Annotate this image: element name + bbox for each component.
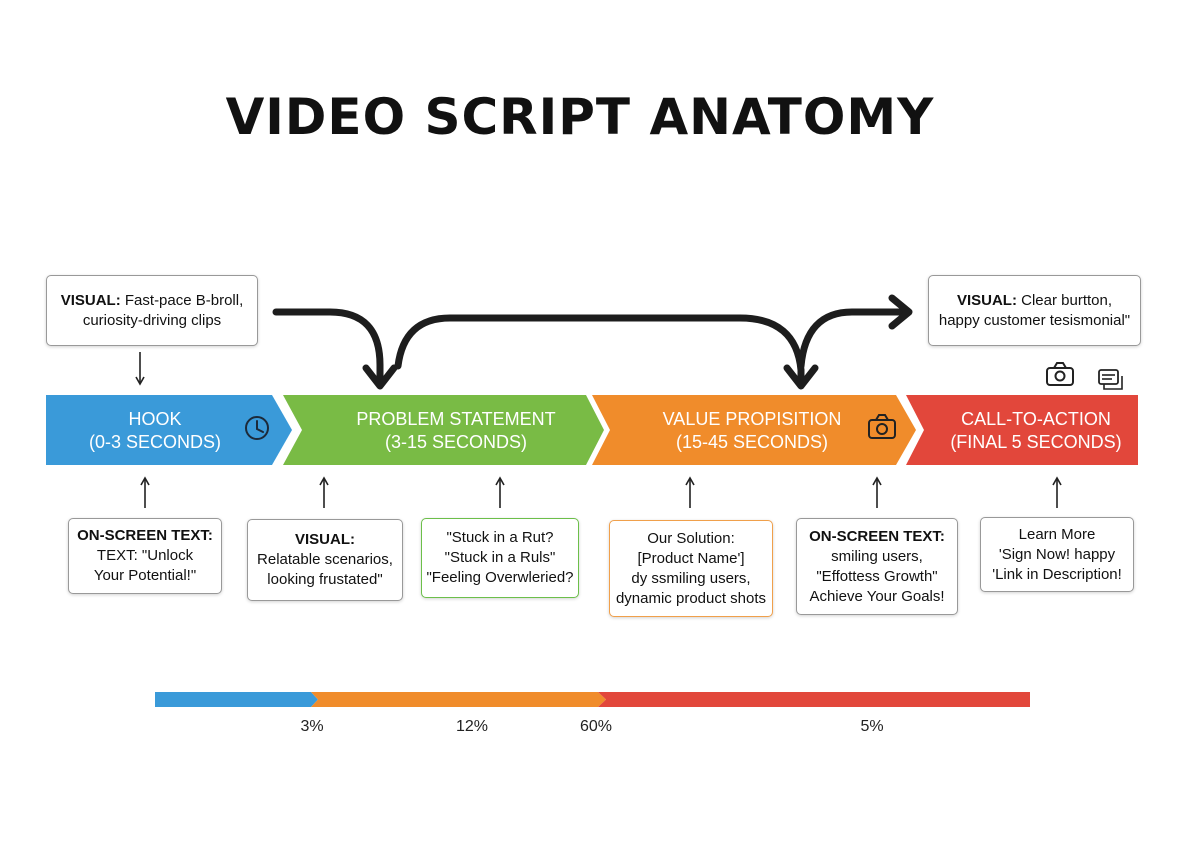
flow-arrow-hook-to-problem xyxy=(272,308,384,386)
box-line: "Feeling Overwleried? xyxy=(426,569,574,586)
segment-time: (FINAL 5 SECONDS) xyxy=(950,432,1122,452)
box-line: 'Sign Now! happy xyxy=(998,545,1116,563)
segment-hook xyxy=(46,395,292,465)
box-line: "Effottess Growth" xyxy=(816,567,938,585)
box-line: "Stuck in a Ruls" xyxy=(444,549,556,566)
box-line: dy ssmiling users, xyxy=(631,569,751,587)
problem-visual-box: VISUAL: Relatable scenarios, looking fru… xyxy=(247,519,403,601)
flow-arrow-problem-to-value-head xyxy=(783,364,819,390)
box-line: "Stuck in a Rut? xyxy=(446,529,554,546)
box-label: VISUAL: xyxy=(60,291,121,309)
value-onscreen-text-box: ON-SCREEN TEXT: smiling users, "Effottes… xyxy=(796,518,958,615)
flow-arrow-hook-to-problem-head xyxy=(362,364,398,390)
box-line: Our Solution: xyxy=(647,529,735,547)
flow-arrow-problem-to-value xyxy=(394,314,805,386)
box-text: Fast-pace B-broll, xyxy=(124,291,244,309)
camera-icon xyxy=(1046,362,1074,386)
hook-visual-box: VISUAL: Fast-pace B-broll, curiosity-dri… xyxy=(46,275,258,346)
timeline-bar-value xyxy=(311,692,606,707)
box-line: VISUAL: xyxy=(295,531,355,548)
box-line: ON-SCREEN TEXT: xyxy=(77,527,213,544)
cta-visual-box: VISUAL: Clear burtton, happy customer te… xyxy=(928,275,1141,346)
timeline-percent-label: 3% xyxy=(300,718,324,735)
segment-hook-label: HOOK (0-3 SECONDS) xyxy=(60,408,250,454)
camera-icon xyxy=(868,414,896,439)
flow-arrow-value-to-cta-head xyxy=(888,294,913,330)
segment-cta xyxy=(906,395,1138,465)
box-line: TEXT: "Unlock xyxy=(96,547,194,564)
box-line: looking frustated" xyxy=(267,571,383,588)
box-line: 'Link in Description! xyxy=(992,565,1122,583)
box-line: Achieve Your Goals! xyxy=(809,587,945,605)
segment-time: (3-15 SECONDS) xyxy=(384,432,528,452)
segment-problem-label: PROBLEM STATEMENT (3-15 SECONDS) xyxy=(306,408,606,454)
problem-onscreen-text-box: "Stuck in a Rut? "Stuck in a Ruls" "Feel… xyxy=(421,518,579,598)
segment-value xyxy=(592,395,916,465)
timeline-bar xyxy=(155,692,1030,707)
box-text: happy customer tesismonial" xyxy=(938,311,1131,329)
box-text: curiosity-driving clips xyxy=(82,311,222,329)
segment-time: (15-45 SECONDS) xyxy=(675,432,829,452)
box-line: Relatable scenarios, xyxy=(257,551,393,568)
box-line: [Product Name'] xyxy=(637,549,745,567)
box-line: ON-SCREEN TEXT: xyxy=(809,527,945,545)
clock-icon xyxy=(245,416,269,440)
timeline-percent-label: 60% xyxy=(579,718,613,735)
timeline-percent-label: 5% xyxy=(860,718,884,735)
box-text: Clear burtton, xyxy=(1021,291,1113,309)
value-solution-box: Our Solution: [Product Name'] dy ssmilin… xyxy=(609,520,773,617)
timeline-percent-label: 12% xyxy=(455,718,489,735)
timeline-bar-cta xyxy=(598,692,1030,707)
timeline-bar-hook xyxy=(155,692,318,707)
segment-cta-label: CALL-TO-ACTION (FINAL 5 SECONDS) xyxy=(926,408,1146,454)
segment-name: PROBLEM STATEMENT xyxy=(356,409,556,429)
diagram-title: VIDEO SCRIPT ANATOMY xyxy=(225,88,935,146)
segment-value-label: VALUE PROPISITION (15-45 SECONDS) xyxy=(612,408,892,454)
box-line: dynamic product shots xyxy=(615,589,767,607)
cta-text-box: Learn More 'Sign Now! happy 'Link in Des… xyxy=(980,517,1134,592)
segment-name: HOOK xyxy=(128,409,182,429)
segment-time: (0-3 SECONDS) xyxy=(88,432,222,452)
flow-arrow-value-to-cta xyxy=(797,308,908,370)
caption-icon xyxy=(1098,369,1123,390)
box-line: Learn More xyxy=(1018,525,1096,543)
hook-onscreen-text-box: ON-SCREEN TEXT: TEXT: "Unlock Your Poten… xyxy=(68,518,222,594)
box-line: Your Potential!" xyxy=(93,567,197,584)
box-label: VISUAL: xyxy=(956,291,1017,309)
segment-problem xyxy=(283,395,604,465)
segment-name: VALUE PROPISITION xyxy=(662,409,842,429)
segment-name: CALL-TO-ACTION xyxy=(961,409,1111,429)
box-line: smiling users, xyxy=(831,547,923,565)
